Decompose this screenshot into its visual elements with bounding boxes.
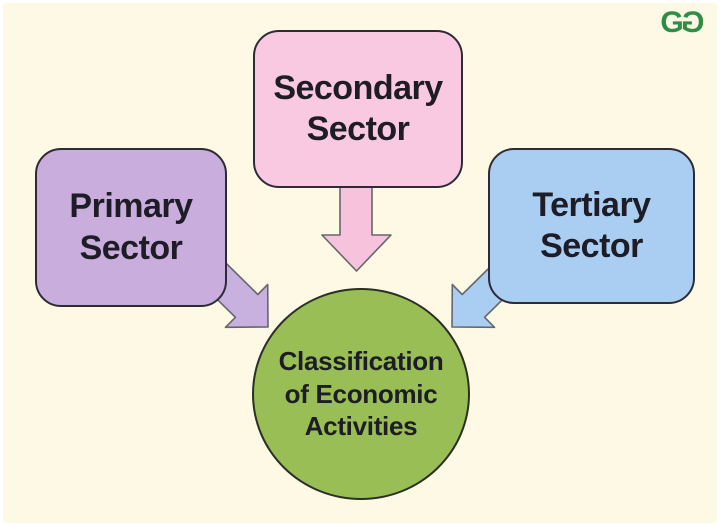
node-tertiary-sector: Tertiary Sector [488,148,695,304]
primary-sector-label: Primary Sector [69,187,193,267]
secondary-sector-label: Secondary Sector [273,68,443,148]
geeksforgeeks-logo-icon: G G [660,6,704,39]
node-primary-sector: Primary Sector [35,148,227,307]
logo-g-left: G [660,6,684,39]
classification-center-label: Classification of Economic Activities [278,346,444,442]
node-classification-center: Classification of Economic Activities [252,288,470,500]
node-secondary-sector: Secondary Sector [253,30,463,188]
tertiary-sector-label: Tertiary Sector [532,185,651,265]
logo-g-right: G [680,6,704,39]
arrow-secondary-to-center [321,183,392,272]
